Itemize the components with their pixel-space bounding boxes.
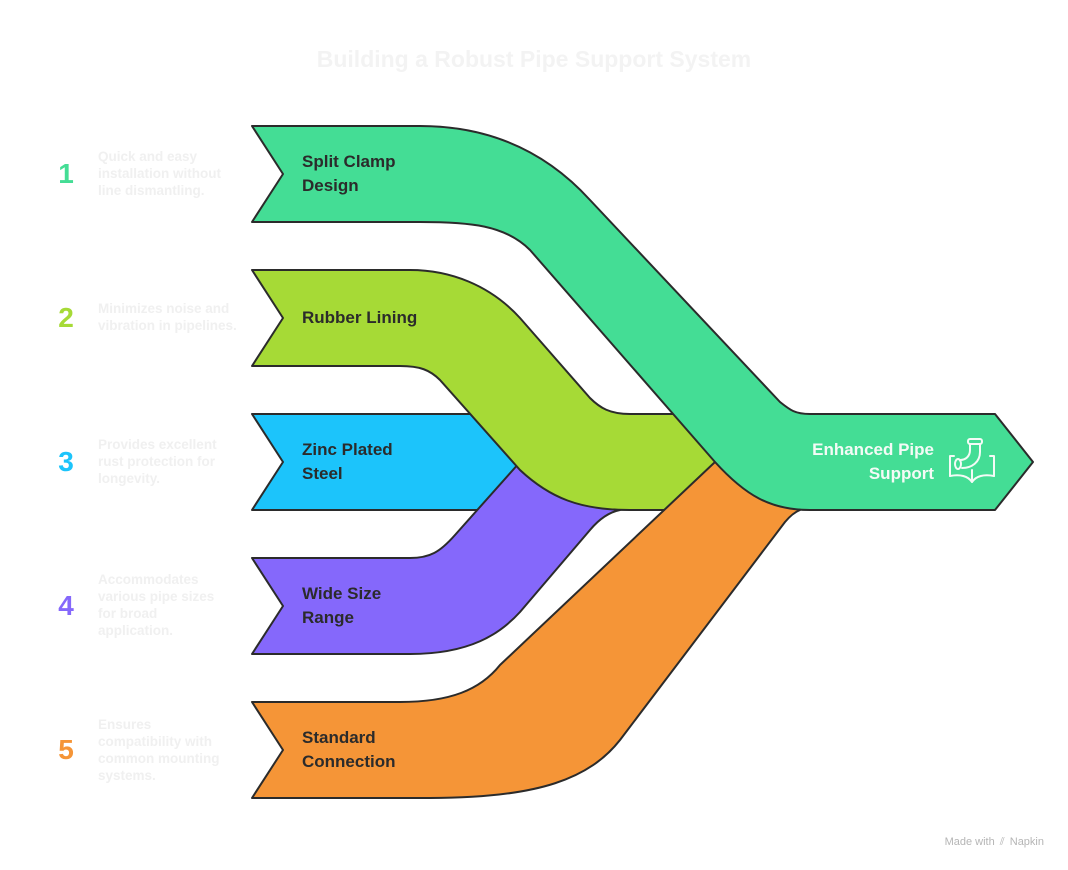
- desc-line: compatibility with: [98, 734, 213, 749]
- item-number-5: 5: [58, 734, 74, 765]
- desc-line: rust protection for: [98, 454, 215, 469]
- desc-line: Accommodates: [98, 572, 199, 587]
- item-description-3: Provides excellent rust protection for l…: [98, 436, 248, 487]
- output-label: Enhanced Pipe Support: [812, 438, 934, 486]
- label-line: Design: [302, 176, 359, 195]
- desc-line: common mounting: [98, 751, 220, 766]
- label-line: Range: [302, 608, 354, 627]
- band-standard-connection: [251, 461, 821, 799]
- item-number-2: 2: [58, 302, 74, 333]
- label-line: Steel: [302, 464, 343, 483]
- label-line: Rubber Lining: [302, 308, 418, 327]
- desc-line: Quick and easy: [98, 149, 198, 164]
- item-number-1: 1: [58, 158, 74, 189]
- footer-prefix: Made with: [944, 836, 995, 848]
- label-line: Connection: [302, 752, 396, 771]
- desc-line: various pipe sizes: [98, 589, 215, 604]
- desc-line: Ensures: [98, 717, 152, 732]
- napkin-logo-icon: ⫽: [999, 836, 1005, 848]
- desc-line: longevity.: [98, 471, 161, 486]
- diagram-title: Building a Robust Pipe Support System: [316, 46, 752, 72]
- label-line: Split Clamp: [302, 152, 396, 171]
- item-description-4: Accommodates various pipe sizes for broa…: [98, 571, 248, 639]
- pipe-support-icon: [949, 438, 995, 483]
- band-label-zinc-plated-steel: Zinc Plated Steel: [302, 438, 393, 486]
- band-label-wide-size-range: Wide Size Range: [302, 582, 381, 630]
- desc-line: line dismantling.: [98, 183, 205, 198]
- item-number-4: 4: [58, 590, 74, 621]
- desc-line: vibration in pipelines.: [98, 318, 237, 333]
- label-line: Support: [868, 464, 934, 483]
- desc-line: systems.: [98, 768, 156, 783]
- band-label-rubber-lining: Rubber Lining: [302, 306, 417, 330]
- footer-brand: Napkin: [1009, 836, 1044, 848]
- band-wide-size-range: [251, 461, 641, 655]
- band-label-standard-connection: Standard Connection: [302, 726, 396, 774]
- desc-line: application.: [98, 623, 174, 638]
- band-label-split-clamp-design: Split Clamp Design: [302, 150, 396, 198]
- desc-line: for broad: [98, 606, 158, 621]
- made-with-napkin-credit: Made with ⫽ Napkin: [945, 836, 1044, 849]
- desc-line: Provides excellent: [98, 437, 217, 452]
- item-number-3: 3: [58, 446, 74, 477]
- label-line: Zinc Plated: [302, 440, 393, 459]
- band-split-clamp-design: [251, 125, 1034, 511]
- item-description-5: Ensures compatibility with common mounti…: [98, 716, 248, 784]
- desc-line: Minimizes noise and: [98, 301, 230, 316]
- label-line: Wide Size: [302, 584, 382, 603]
- label-line: Standard: [302, 728, 376, 747]
- label-line: Enhanced Pipe: [812, 440, 934, 459]
- item-description-1: Quick and easy installation without line…: [98, 148, 248, 199]
- item-description-2: Minimizes noise and vibration in pipelin…: [98, 300, 248, 334]
- desc-line: installation without: [98, 166, 221, 181]
